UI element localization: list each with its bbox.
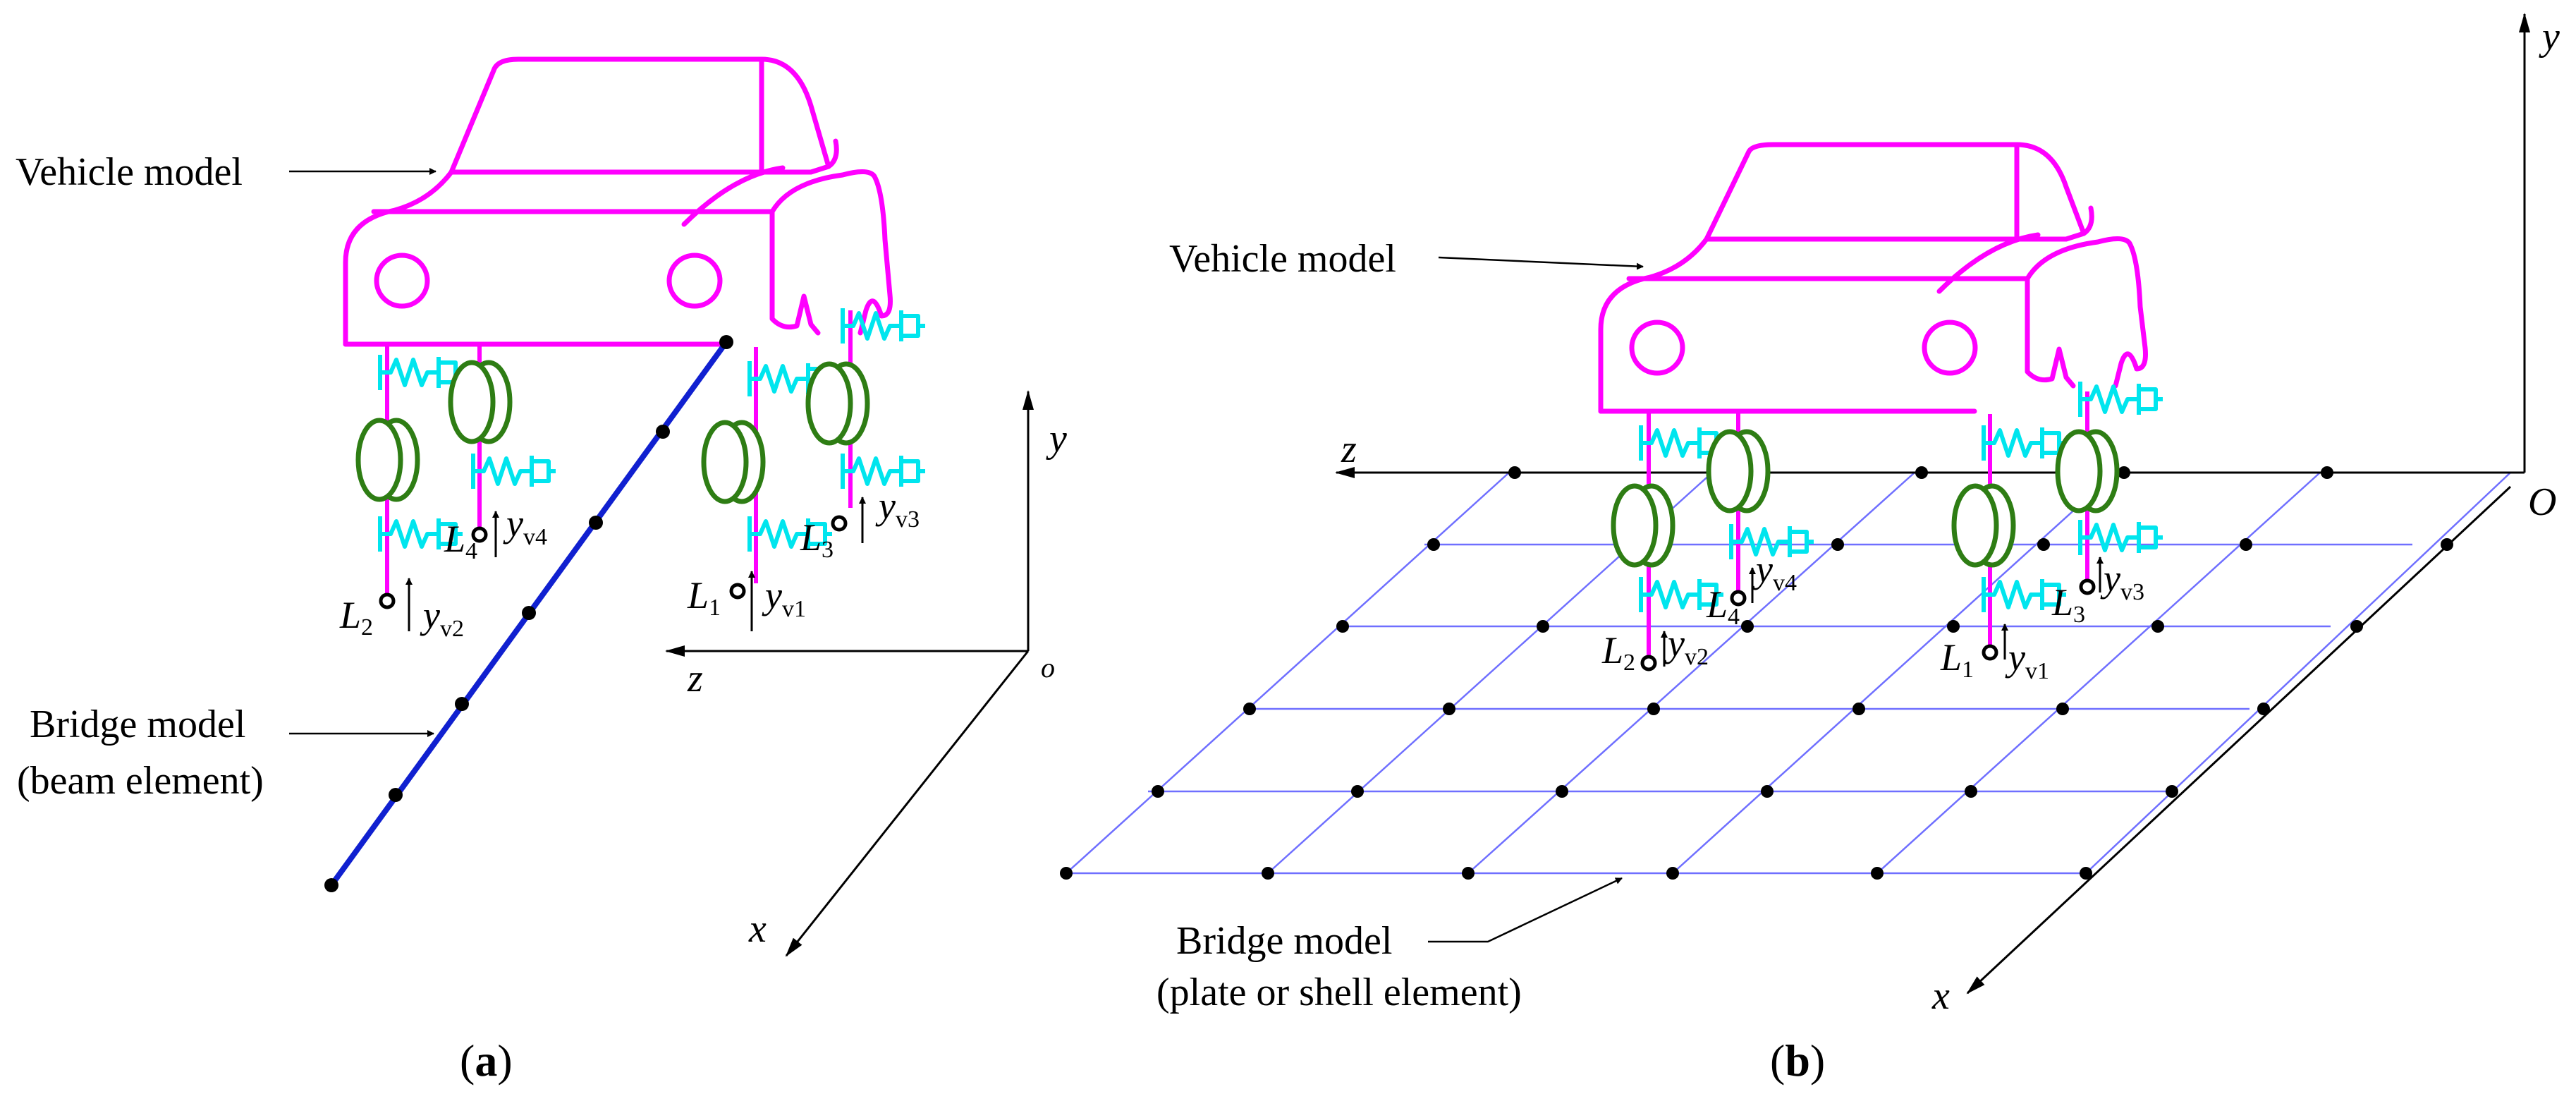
damper-icon <box>1954 486 2013 565</box>
damper-icon <box>808 364 867 443</box>
bridge-grid <box>1060 466 2511 880</box>
spring-icon <box>2080 520 2163 555</box>
label-L4: L4 <box>444 518 477 564</box>
axis-y-label: y <box>1046 417 1067 461</box>
damper-icon <box>2058 432 2117 511</box>
bridge-model-type: (beam element) <box>17 759 264 803</box>
bridge-model-label: Bridge model <box>1176 919 1392 963</box>
bridge-beam <box>324 335 733 892</box>
damper-icon <box>451 363 510 442</box>
label-yv2: yv2 <box>1664 622 1709 670</box>
axis-z-label: z <box>1341 427 1357 471</box>
label-L2: L2 <box>339 594 373 640</box>
contact-point-L2 <box>1640 655 1657 671</box>
label-L4: L4 <box>1706 583 1740 630</box>
vehicle-body-b <box>1598 142 2148 414</box>
spring-icon <box>2080 382 2163 417</box>
panel-b: y z x O <box>1060 13 2560 1086</box>
label-L3: L3 <box>800 516 834 563</box>
contact-point-L3 <box>2079 578 2096 595</box>
label-yv1: yv1 <box>2005 636 2049 684</box>
damper-icon <box>704 423 763 502</box>
contact-point-L4 <box>1730 590 1747 607</box>
label-yv4: yv4 <box>1752 548 1797 596</box>
origin-label: o <box>1041 652 1055 683</box>
axis-x-label: x <box>1931 974 1950 1018</box>
contact-point-L1 <box>1982 644 1998 661</box>
caption-a: (a) <box>460 1035 513 1086</box>
bridge-model-type: (plate or shell element) <box>1156 971 1522 1014</box>
panel-a: L2 yv2 L4 yv4 L1 yv1 L3 yv3 y z x o <box>16 56 1067 1086</box>
label-yv3: yv3 <box>875 485 920 533</box>
spring-icon <box>1984 425 2066 461</box>
caption-b: (b) <box>1770 1035 1825 1086</box>
label-yv4: yv4 <box>503 502 547 550</box>
label-L2: L2 <box>1601 629 1635 676</box>
vehicle-model-label: Vehicle model <box>16 150 243 194</box>
vehicle-body-a <box>343 56 893 347</box>
contact-point-L1 <box>729 583 746 600</box>
contact-point-L3 <box>831 515 848 532</box>
axis-x-label: x <box>748 907 767 951</box>
label-yv1: yv1 <box>762 574 806 622</box>
label-L1: L1 <box>687 574 721 621</box>
label-yv2: yv2 <box>420 594 464 642</box>
contact-point-L4 <box>471 526 488 543</box>
vehicle-model-label: Vehicle model <box>1169 237 1396 281</box>
damper-icon <box>1709 432 1768 511</box>
origin-label: O <box>2528 480 2556 524</box>
axes-b: y z x O <box>1335 13 2560 1018</box>
axes-a: y z x o <box>665 390 1067 957</box>
label-yv3: yv3 <box>2100 557 2144 605</box>
axis-y-label: y <box>2539 15 2560 59</box>
damper-icon <box>1613 486 1673 565</box>
bridge-model-label: Bridge model <box>30 703 245 746</box>
label-L3: L3 <box>2051 581 2085 628</box>
label-L1: L1 <box>1940 636 1974 683</box>
axis-z-label: z <box>687 657 703 700</box>
contact-point-L2 <box>379 592 396 609</box>
spring-icon <box>843 454 925 489</box>
spring-icon <box>473 454 556 489</box>
damper-icon <box>358 420 417 499</box>
